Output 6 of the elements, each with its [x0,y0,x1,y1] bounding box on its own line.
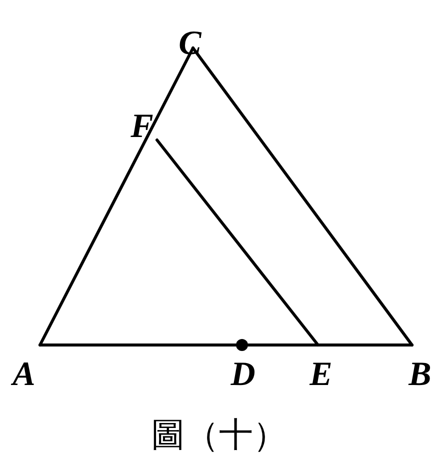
point-label: D [230,358,256,392]
figure-caption: 圖（十） [150,415,288,455]
point-label: A [12,358,36,392]
point-label: B [408,358,432,392]
point-label: E [310,358,332,392]
point-label: F [130,110,154,144]
